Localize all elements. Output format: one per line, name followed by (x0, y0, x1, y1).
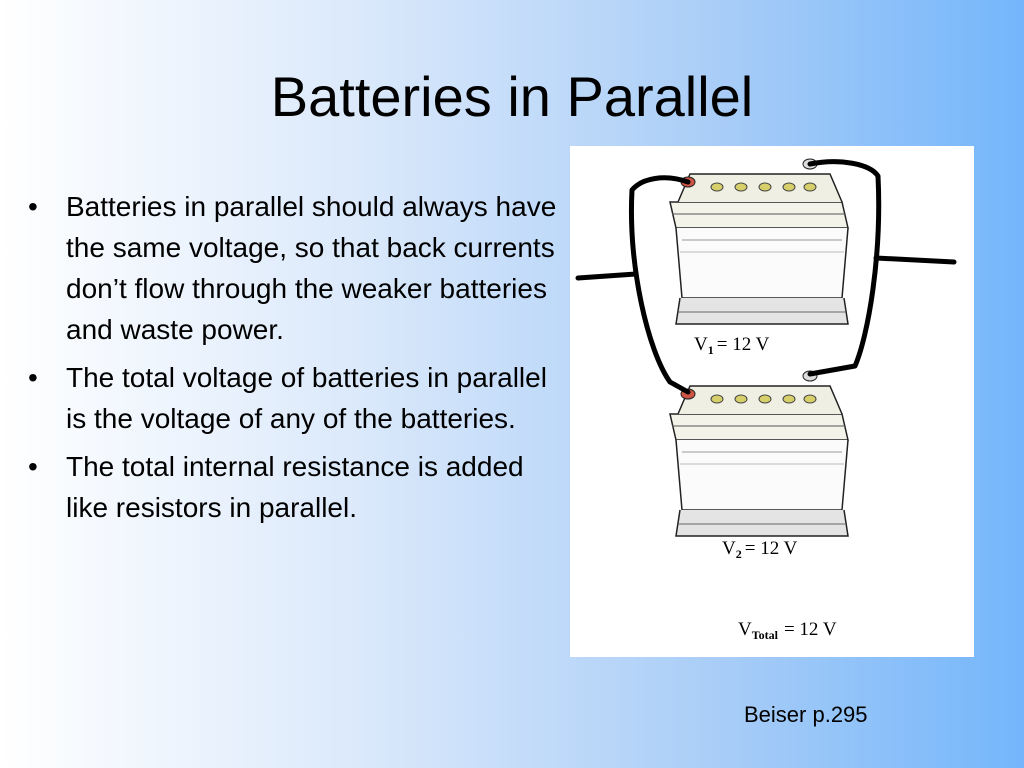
bullet-text: The total internal resistance is added l… (66, 451, 524, 523)
bullet-glyph: • (28, 362, 38, 393)
bullet-item: • Batteries in parallel should always ha… (28, 186, 558, 350)
battery-diagram: V1= 12 V V2= 12 V VTotal= 12 V (570, 146, 974, 657)
bullet-item: • The total internal resistance is added… (28, 446, 558, 528)
slide-title: Batteries in Parallel (270, 65, 754, 128)
bullet-text: Batteries in parallel should always have… (66, 191, 557, 345)
bullet-text: The total voltage of batteries in parall… (66, 362, 547, 434)
citation: Beiser p.295 (744, 702, 868, 727)
battery-2-label: V2= 12 V (722, 538, 798, 561)
bullet-item: • The total voltage of batteries in para… (28, 357, 558, 439)
battery-1-label: V1= 12 V (694, 334, 770, 357)
battery-2 (669, 370, 849, 537)
bullet-glyph: • (28, 451, 38, 482)
total-voltage-label: VTotal= 12 V (738, 619, 837, 642)
bullet-glyph: • (28, 191, 38, 222)
bullet-list: • Batteries in parallel should always ha… (28, 186, 558, 535)
wires (575, 159, 957, 395)
battery-1 (669, 158, 849, 325)
